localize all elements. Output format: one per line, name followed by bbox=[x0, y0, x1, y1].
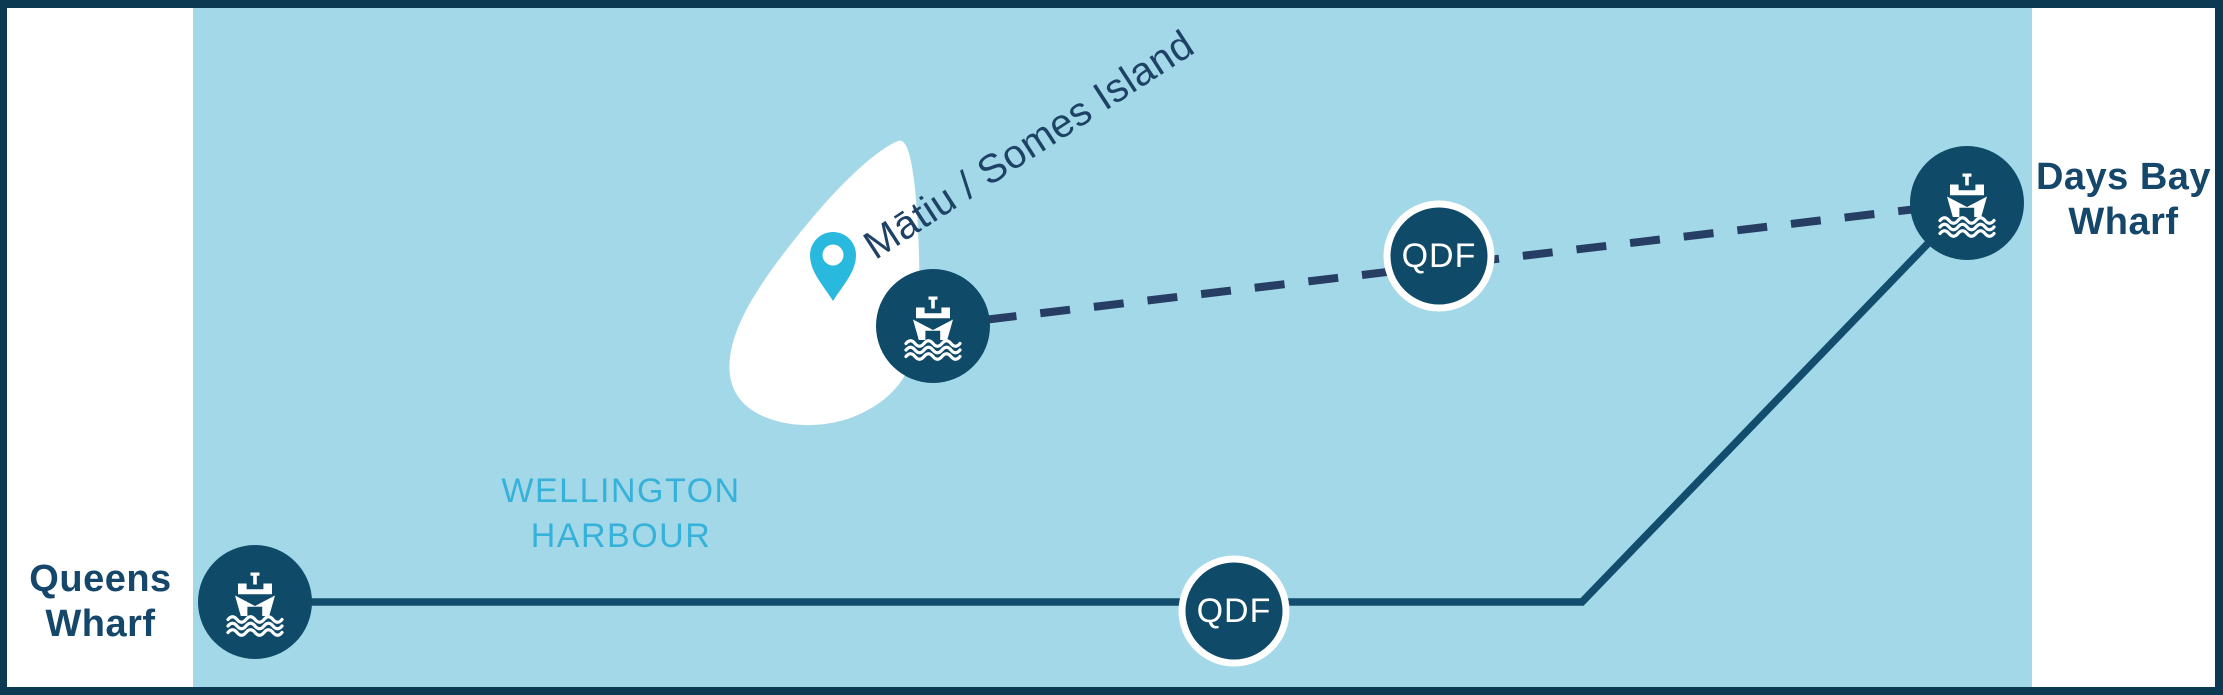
map-pin-icon bbox=[810, 232, 856, 301]
days-bay-wharf-label: Days Bay Wharf bbox=[2035, 156, 2212, 243]
route-somes-to-daysbay bbox=[932, 199, 1968, 330]
qdf-badge-lower: QDF bbox=[1196, 591, 1272, 630]
right-shore-land bbox=[2032, 8, 2215, 687]
route-queens-to-daysbay bbox=[255, 200, 1970, 606]
queens-wharf-label: Queens Wharf bbox=[29, 558, 172, 645]
wellington-harbour-label: WELLINGTON HARBOUR bbox=[501, 472, 741, 555]
somes-island-stop bbox=[876, 269, 990, 383]
days-bay-stop bbox=[1910, 146, 2024, 260]
qdf-badge-upper: QDF bbox=[1401, 236, 1477, 275]
left-shore-land bbox=[7, 8, 193, 687]
qdf-badge-circle-upper bbox=[1383, 200, 1495, 312]
qdf-badge-circle-lower bbox=[1178, 555, 1290, 667]
harbour-water bbox=[193, 8, 2032, 687]
queens-wharf-stop bbox=[198, 545, 312, 659]
